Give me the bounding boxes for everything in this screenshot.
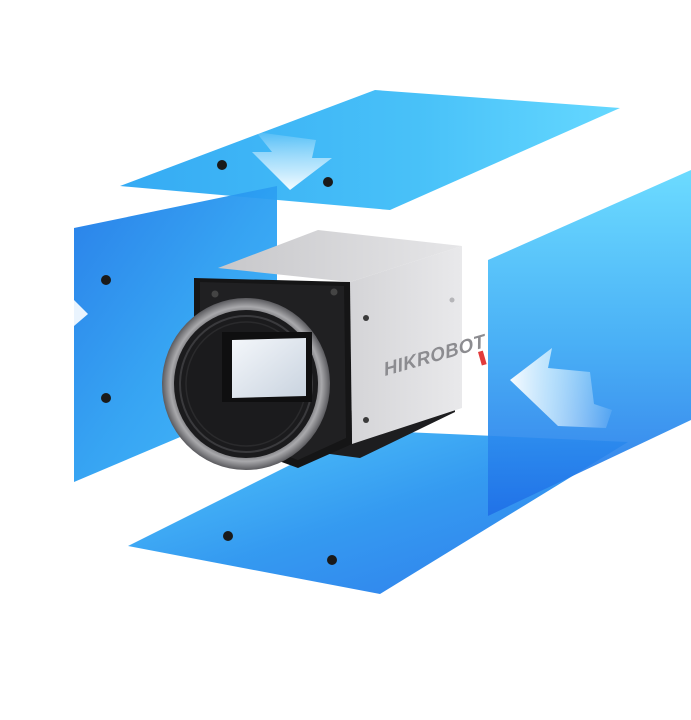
- right-panel: [488, 170, 691, 516]
- screw-icon: [217, 160, 227, 170]
- camera: HIKROBOT: [162, 230, 488, 470]
- top-panel: [120, 90, 620, 210]
- image-sensor: [222, 332, 312, 402]
- screw-icon: [327, 555, 337, 565]
- arrow-left-icon: [510, 348, 612, 428]
- screw-icon: [323, 177, 333, 187]
- screw-icon: [223, 531, 233, 541]
- arrow-right-icon: [74, 300, 88, 326]
- screw-icon: [101, 393, 111, 403]
- screw-icon: [101, 275, 111, 285]
- arrow-down-icon: [252, 132, 332, 190]
